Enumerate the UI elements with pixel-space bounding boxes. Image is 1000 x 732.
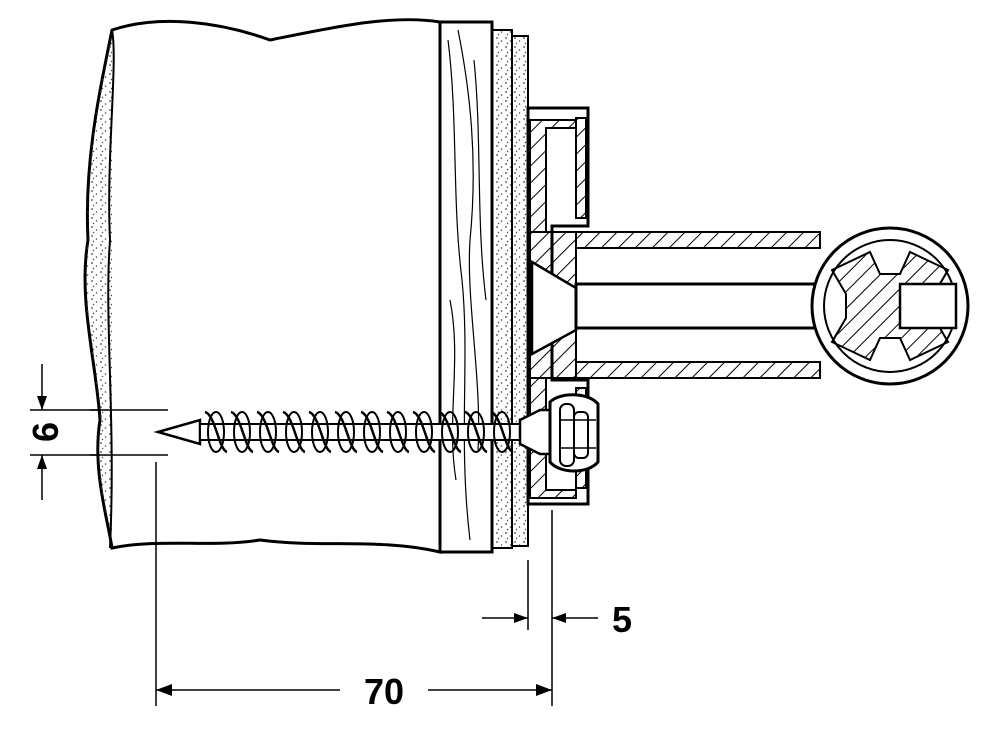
screw-thread: [285, 411, 303, 453]
dimension-label-6: 6: [25, 422, 66, 442]
screw-thread: [389, 411, 407, 453]
screw-thread: [311, 411, 329, 453]
screw-thread: [204, 410, 228, 454]
screw-thread: [386, 410, 410, 454]
wood-screw: [153, 408, 554, 456]
screw-thread: [490, 410, 514, 454]
screw-thread: [308, 410, 332, 454]
screw-thread: [230, 410, 254, 454]
dimension-screw-length: 70: [155, 462, 552, 712]
handrail-profile: [810, 226, 970, 386]
screw-thread: [467, 411, 485, 453]
screw-thread: [207, 411, 225, 453]
screw-thread: [233, 411, 251, 453]
screw-thread: [412, 410, 436, 454]
screw-thread: [334, 410, 358, 454]
screw-thread: [360, 410, 384, 454]
screw-thread: [415, 411, 433, 453]
dimension-label-70: 70: [364, 671, 404, 712]
screw-thread: [493, 411, 511, 453]
screw-thread: [256, 410, 280, 454]
screw-thread: [259, 411, 277, 453]
screw-thread: [282, 410, 306, 454]
dimension-thread-diameter: 6: [25, 364, 100, 500]
dimension-label-5: 5: [612, 599, 632, 640]
screw-thread: [441, 411, 459, 453]
screw-thread: [464, 410, 488, 454]
cover-cap: [548, 393, 600, 473]
screw-thread: [363, 411, 381, 453]
screw-thread: [438, 410, 462, 454]
wooden-post: [83, 18, 529, 554]
dimension-base-thickness: 5: [482, 510, 632, 706]
screw-thread: [337, 411, 355, 453]
